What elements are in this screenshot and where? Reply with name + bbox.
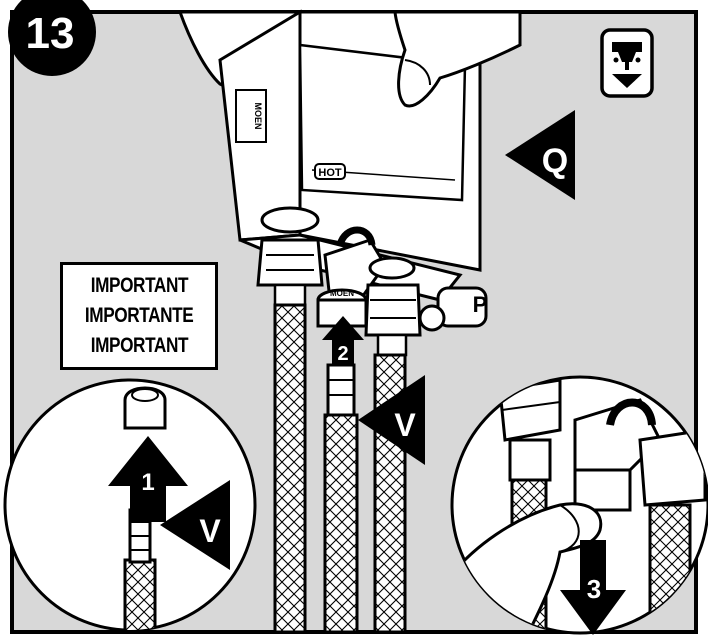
unit-callout-arrow: Q [505,110,575,200]
install-under-sink-icon [600,28,654,98]
drain-port-letter: P [473,292,488,317]
inset-hose-callout-arrow: V [160,480,230,570]
unit-callout-letter: Q [542,142,568,180]
notice-line-en: IMPORTANT [90,274,188,297]
side-brand-text: MOEN [253,103,263,130]
step3-arrow: 3 [560,540,626,635]
inset-cap-removal: 1 V [3,378,257,632]
step1-arrow: 1 [108,436,188,522]
cold-fitting [364,256,422,357]
step1-number: 1 [141,469,154,496]
step-badge-number: 13 [26,9,75,58]
drain-port: P [418,286,488,332]
inset-hose-callout-letter: V [199,513,221,549]
step-badge: 13 [8,0,96,76]
cap-icon [123,386,167,430]
hose-callout-arrow: V [358,375,425,465]
step2-number: 2 [337,343,348,365]
hot-badge-text: HOT [318,167,342,179]
hose-callout-letter: V [394,407,416,443]
hot-hose [273,303,307,634]
hot-badge [314,163,346,180]
step3-number: 3 [587,574,601,604]
important-notice: IMPORTANT IMPORTANTE IMPORTANT [60,262,218,370]
fitting-brand-text: MOEN [330,289,354,298]
step2-arrow: 2 [322,316,364,366]
faucet-hose [323,363,359,634]
notice-line-es: IMPORTANTE [84,304,194,327]
notice-line-fr: IMPORTANT [90,334,188,357]
side-brand-label [235,89,267,143]
right-hand [393,10,522,108]
